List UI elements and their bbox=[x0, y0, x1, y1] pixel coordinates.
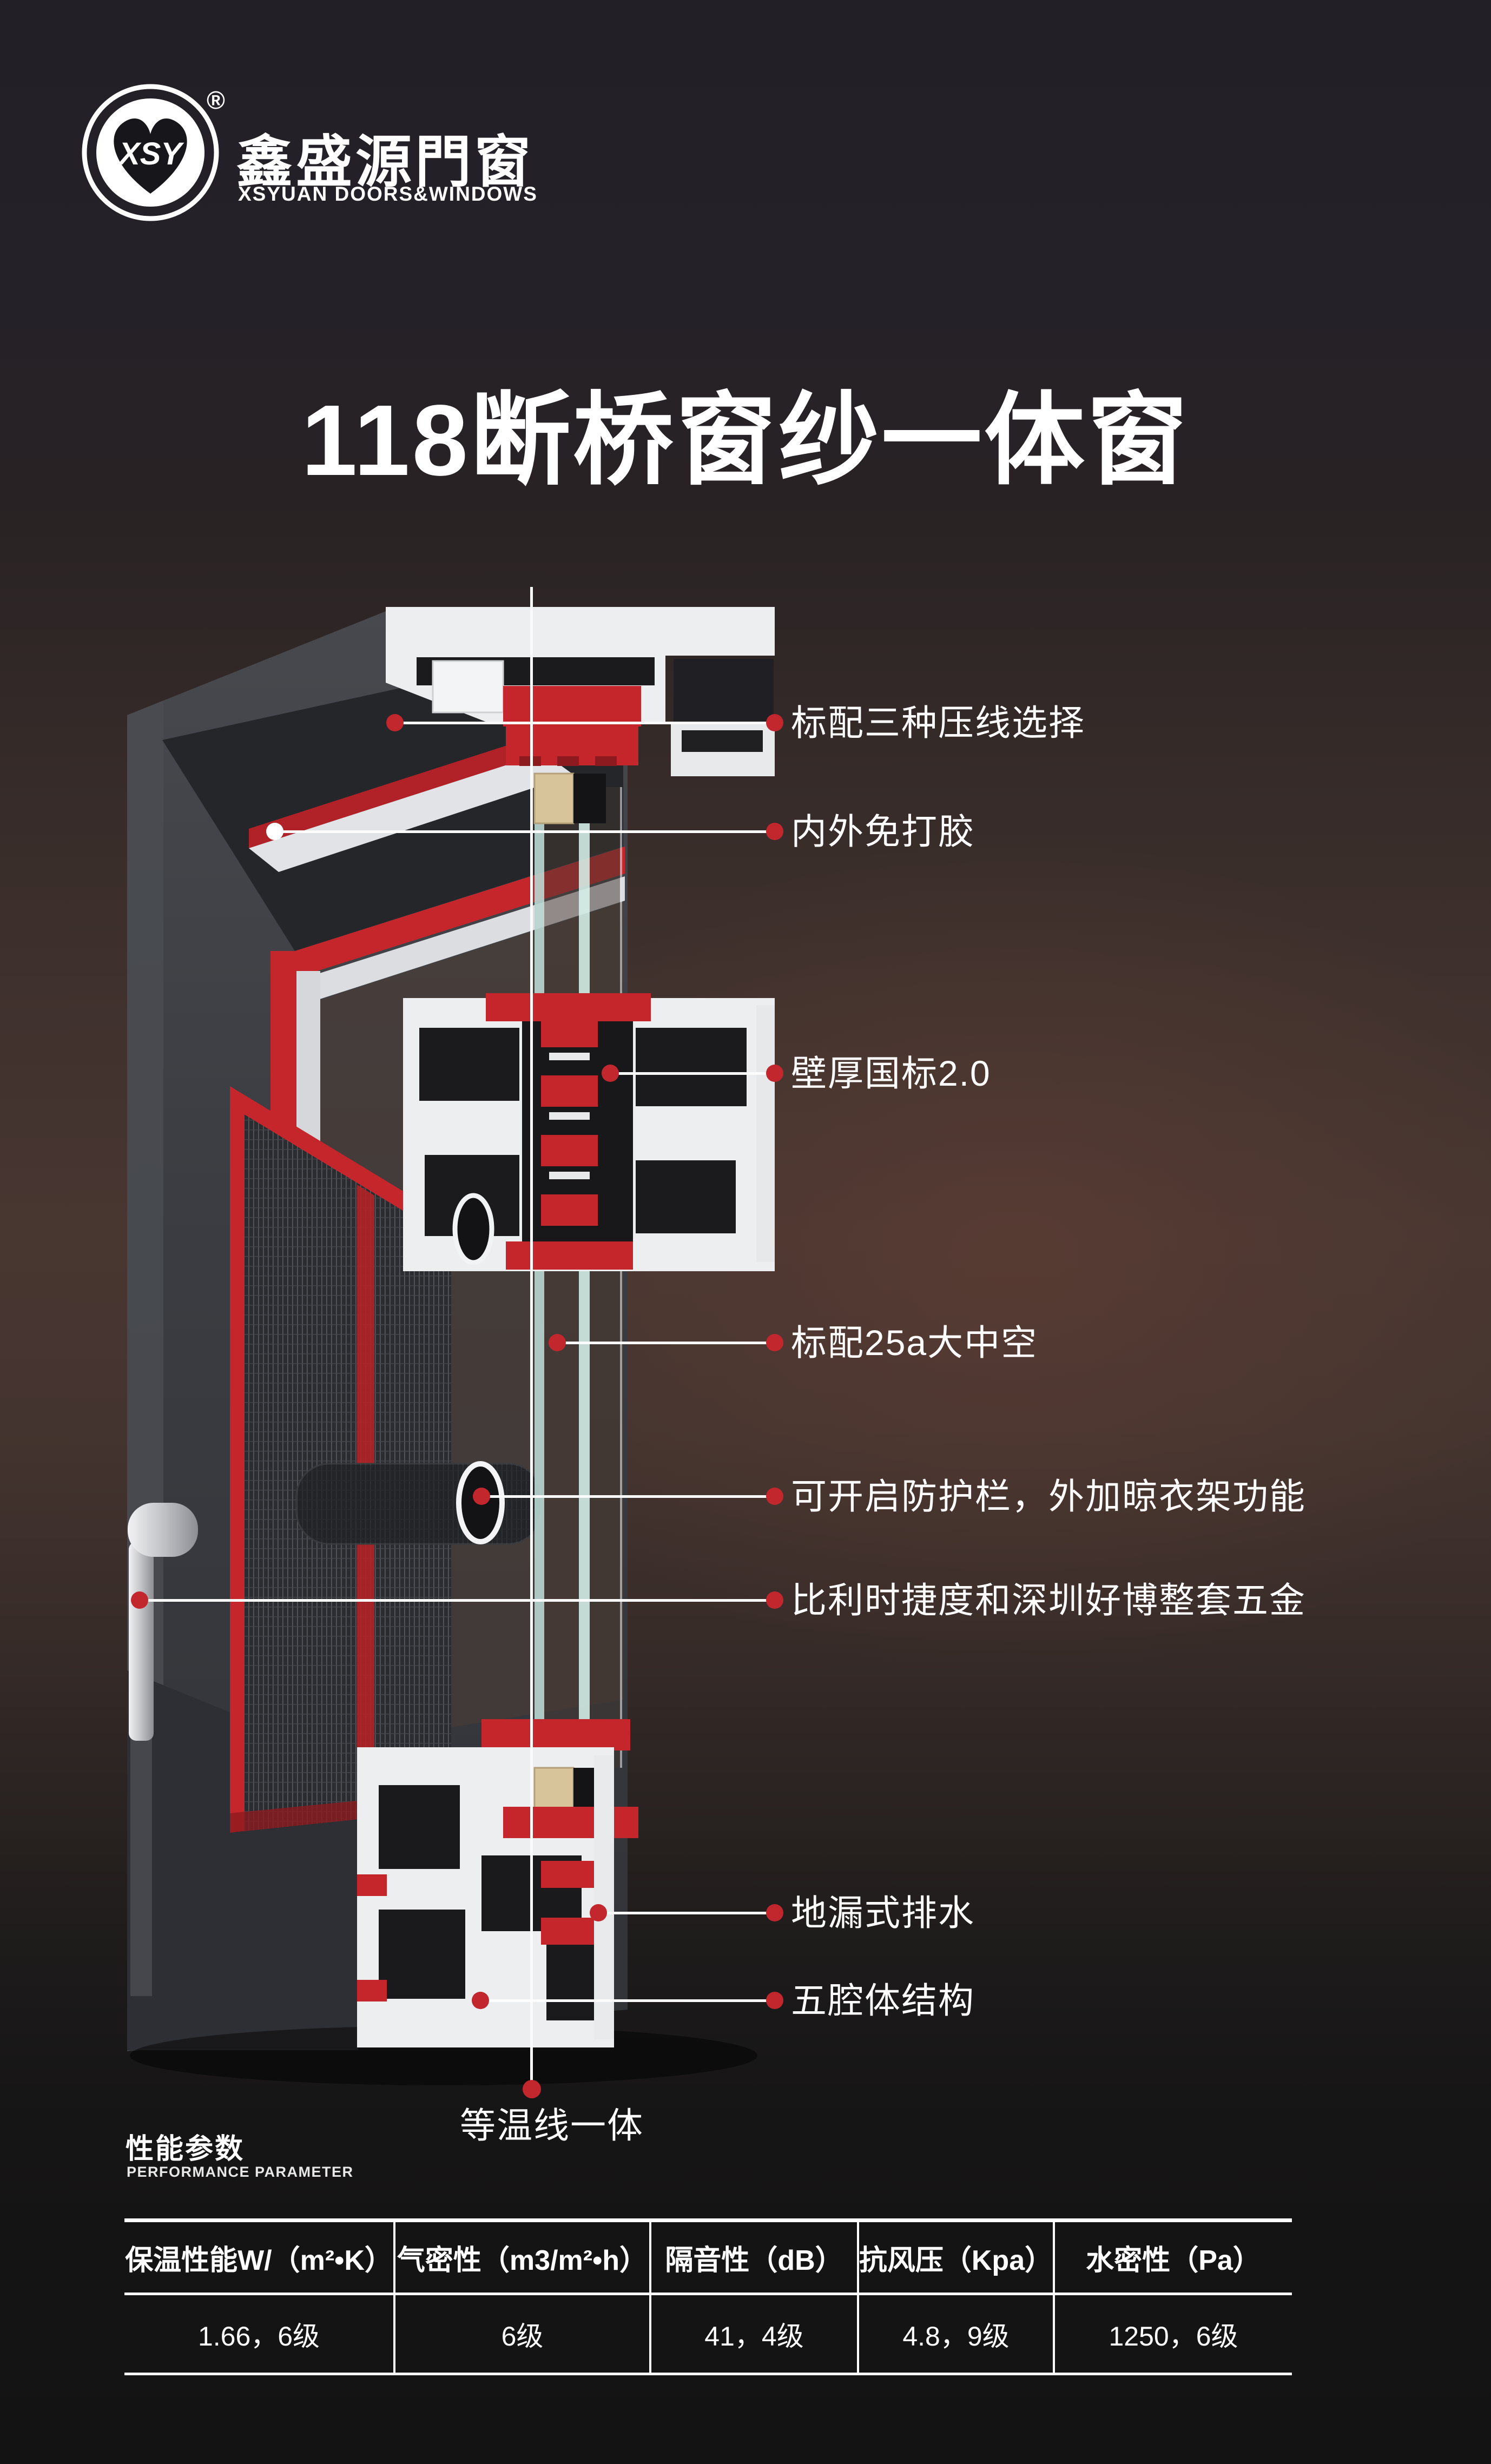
window-handle bbox=[128, 1503, 198, 1996]
callout-dot bbox=[472, 1992, 489, 2009]
isotherm-label: 等温线一体 bbox=[460, 2105, 644, 2145]
performance-column-header: 保温性能W/（m²•K） bbox=[124, 2222, 393, 2295]
performance-column-header: 抗风压（Kpa） bbox=[859, 2222, 1053, 2295]
performance-column-value: 41，4级 bbox=[704, 2321, 804, 2351]
performance-column: 隔音性（dB） 41，4级 bbox=[649, 2222, 857, 2373]
callout-dot bbox=[549, 1334, 566, 1351]
logo-heart-icon bbox=[114, 118, 187, 194]
callout-line bbox=[275, 830, 774, 833]
callout-label: 内外免打胶 bbox=[791, 811, 975, 851]
callout-dot bbox=[766, 714, 783, 731]
performance-column-header: 气密性（m3/m²•h） bbox=[395, 2222, 649, 2295]
callout-dot bbox=[473, 1488, 490, 1505]
callout-label: 标配三种压线选择 bbox=[791, 703, 1085, 743]
registered-trademark: ® bbox=[207, 86, 225, 114]
callout-label: 可开启防护栏，外加晾衣架功能 bbox=[791, 1476, 1306, 1516]
callout-line bbox=[610, 1072, 774, 1075]
callout-label: 地漏式排水 bbox=[791, 1893, 975, 1933]
callout-line bbox=[481, 1495, 774, 1498]
callout-dot bbox=[766, 1992, 783, 2009]
performance-heading-en: PERFORMANCE PARAMETER bbox=[127, 2164, 354, 2180]
guard-rail-tube bbox=[295, 1461, 542, 1545]
logo-initials: XSY bbox=[117, 136, 184, 171]
callout-line bbox=[598, 1912, 774, 1914]
top-profile-section bbox=[386, 607, 775, 824]
callout-label: 壁厚国标2.0 bbox=[791, 1053, 991, 1093]
callout-label: 五腔体结构 bbox=[791, 1980, 975, 2020]
isotherm-line bbox=[523, 587, 541, 2098]
callout-dot bbox=[266, 823, 283, 840]
performance-column: 水密性（Pa） 1250，6级 bbox=[1053, 2222, 1292, 2373]
callout-dot bbox=[602, 1065, 619, 1082]
performance-column: 气密性（m3/m²•h） 6级 bbox=[393, 2222, 649, 2373]
performance-column: 抗风压（Kpa） 4.8，9级 bbox=[857, 2222, 1053, 2373]
callout-line bbox=[557, 1342, 774, 1344]
performance-column-header: 水密性（Pa） bbox=[1055, 2222, 1292, 2295]
transom-profile-section bbox=[403, 993, 775, 1271]
performance-column-value: 1250，6级 bbox=[1109, 2321, 1238, 2351]
brand-name-en: XSYUAN DOORS&WINDOWS bbox=[238, 183, 538, 205]
performance-column-value: 6级 bbox=[501, 2321, 544, 2351]
performance-column: 保温性能W/（m²•K） 1.66，6级 bbox=[124, 2222, 393, 2373]
callout-dot bbox=[766, 823, 783, 840]
callout-dot bbox=[386, 714, 404, 731]
callout-label: 标配25a大中空 bbox=[791, 1323, 1038, 1363]
callout-dot bbox=[131, 1591, 148, 1609]
callout-line bbox=[140, 1599, 774, 1602]
callout-label: 比利时捷度和深圳好博整套五金 bbox=[791, 1580, 1306, 1620]
logo-outer-ring bbox=[82, 84, 219, 221]
performance-column-value: 1.66，6级 bbox=[197, 2321, 320, 2351]
performance-heading-cn: 性能参数 bbox=[126, 2133, 245, 2165]
glass-unit bbox=[535, 787, 622, 1768]
callout-line bbox=[395, 722, 774, 724]
callout-dot bbox=[766, 1334, 783, 1351]
callout-dot bbox=[590, 1904, 607, 1921]
page-title: 118断桥窗纱一体窗 bbox=[301, 385, 1190, 497]
brand-name-cn: 鑫盛源門窗 bbox=[236, 131, 535, 194]
callout-dot bbox=[766, 1591, 783, 1609]
performance-table: 保温性能W/（m²•K） 1.66，6级 气密性（m3/m²•h） 6级 隔音性（dB）… bbox=[124, 2218, 1292, 2375]
callout-dot bbox=[766, 1488, 783, 1505]
callout-dot bbox=[766, 1065, 783, 1082]
performance-column-value: 4.8，9级 bbox=[902, 2321, 1010, 2351]
performance-column-header: 隔音性（dB） bbox=[651, 2222, 857, 2295]
callout-dot bbox=[766, 1904, 783, 1921]
callout-line bbox=[480, 1999, 774, 2002]
brand-logo: XSY bbox=[82, 84, 219, 221]
